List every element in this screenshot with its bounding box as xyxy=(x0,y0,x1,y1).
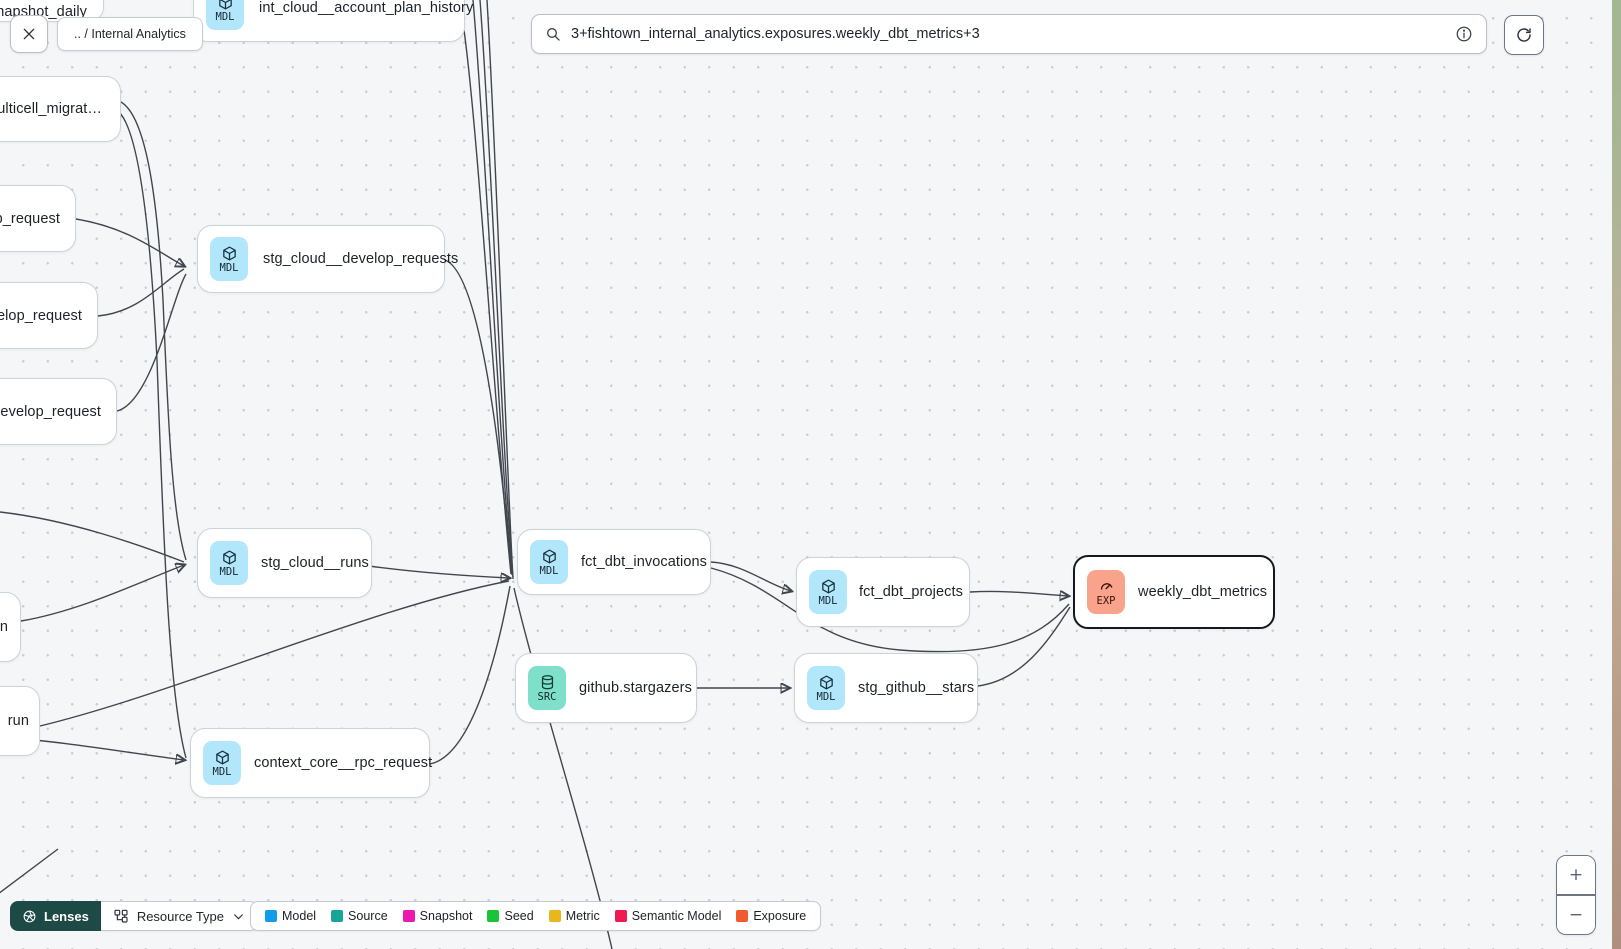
legend-item-exposure: Exposure xyxy=(736,909,806,923)
resource-type-label: Resource Type xyxy=(136,908,225,924)
close-icon xyxy=(23,28,35,40)
resource-type-dropdown[interactable]: Resource Type xyxy=(100,901,259,931)
search-icon xyxy=(547,28,560,41)
chevron-down-icon xyxy=(234,913,243,920)
node-label: velop_request xyxy=(0,307,82,324)
node-label: int_cloud__account_plan_history xyxy=(259,0,474,16)
node-weekly-dbt-metrics[interactable]: EXP weekly_dbt_metrics xyxy=(1073,555,1275,629)
zoom-in-button[interactable]: + xyxy=(1557,856,1595,894)
legend-item-source: Source xyxy=(331,909,388,923)
node-label: n xyxy=(0,619,8,635)
zoom-divider xyxy=(1557,894,1595,896)
cube-icon xyxy=(819,674,833,690)
node-stg-github-stars[interactable]: MDL stg_github__stars xyxy=(794,653,978,723)
legend-item-semantic-model: Semantic Model xyxy=(614,909,721,923)
lenses-toolbar: Lenses Resource Type xyxy=(10,901,259,931)
node-multicell-migration[interactable]: multicell_migrat… xyxy=(0,76,121,142)
model-badge: MDL xyxy=(809,570,847,614)
semantic-model-swatch xyxy=(614,910,627,922)
refresh-button[interactable] xyxy=(1504,15,1544,55)
zoom-out-button[interactable]: − xyxy=(1557,895,1595,934)
node-develop-request-2[interactable]: velop_request xyxy=(0,282,98,349)
source-swatch xyxy=(331,910,344,922)
search-input[interactable] xyxy=(571,26,1445,42)
model-badge: MDL xyxy=(807,666,845,710)
cube-icon xyxy=(215,749,229,765)
metric-swatch xyxy=(548,910,561,922)
node-label: context_core__rpc_request xyxy=(254,755,433,771)
resource-type-legend: Model Source Snapshot Seed Metric Semant… xyxy=(250,901,822,931)
legend-item-seed: Seed xyxy=(487,909,534,923)
node-label: fct_dbt_projects xyxy=(859,584,963,600)
node-label: github.stargazers xyxy=(579,680,692,696)
node-develop-request-1[interactable]: p_request xyxy=(0,185,76,252)
node-fct-dbt-invocations[interactable]: MDL fct_dbt_invocations xyxy=(517,529,711,595)
legend-item-metric: Metric xyxy=(548,909,600,923)
seed-swatch xyxy=(487,910,500,922)
node-cut-n[interactable]: n xyxy=(0,592,21,662)
node-label: fct_dbt_invocations xyxy=(581,554,708,570)
exposure-swatch xyxy=(736,910,749,922)
cube-icon xyxy=(218,0,232,10)
cube-icon xyxy=(222,245,236,261)
info-icon[interactable] xyxy=(1455,25,1473,43)
node-fct-dbt-projects[interactable]: MDL fct_dbt_projects xyxy=(796,557,970,627)
desktop-wallpaper-strip xyxy=(1612,0,1621,949)
source-badge: SRC xyxy=(528,666,566,710)
lenses-button[interactable]: Lenses xyxy=(10,901,101,931)
lenses-label: Lenses xyxy=(44,908,89,924)
model-badge: MDL xyxy=(210,237,248,281)
legend-item-model: Model xyxy=(265,909,316,923)
model-badge: MDL xyxy=(203,741,241,785)
node-label: stg_cloud__runs xyxy=(261,555,369,571)
node-label: stg_github__stars xyxy=(858,680,975,696)
node-label: multicell_migrat… xyxy=(0,101,102,117)
cube-icon xyxy=(542,548,556,564)
cube-icon xyxy=(821,578,835,594)
refresh-icon xyxy=(1517,28,1531,42)
breadcrumb[interactable]: .. / Internal Analytics xyxy=(57,17,203,51)
breadcrumb-label: .. / Internal Analytics xyxy=(74,27,186,41)
node-context-core-rpc-request[interactable]: MDL context_core__rpc_request xyxy=(190,728,433,798)
node-label: p_request xyxy=(0,210,60,227)
node-label: stg_cloud__develop_requests xyxy=(263,251,459,267)
node-int-cloud-account-plan-history[interactable]: MDL int_cloud__account_plan_history xyxy=(193,0,473,42)
zoom-controls: + − xyxy=(1556,855,1596,935)
node-github-stargazers[interactable]: SRC github.stargazers xyxy=(515,653,697,723)
model-badge: MDL xyxy=(530,540,568,584)
model-badge: MDL xyxy=(210,541,248,585)
cube-icon xyxy=(222,549,236,565)
close-button[interactable] xyxy=(10,15,48,53)
aperture-icon xyxy=(23,910,36,922)
node-stg-cloud-develop-requests[interactable]: MDL stg_cloud__develop_requests xyxy=(197,225,458,293)
node-stg-cloud-runs[interactable]: MDL stg_cloud__runs xyxy=(197,528,372,598)
node-cut-run[interactable]: run xyxy=(0,686,40,756)
node-label: weekly_dbt_metrics xyxy=(1138,584,1268,600)
legend-item-snapshot: Snapshot xyxy=(402,909,472,923)
model-badge: MDL xyxy=(206,0,244,30)
search-bar xyxy=(531,14,1487,54)
snapshot-swatch xyxy=(402,910,415,922)
exposure-badge: EXP xyxy=(1087,570,1125,614)
node-label: run xyxy=(7,713,29,729)
database-icon xyxy=(541,674,553,689)
gauge-icon xyxy=(1100,582,1112,590)
sitemap-icon xyxy=(114,909,128,923)
node-label: develop_request xyxy=(0,403,101,420)
node-develop-request-3[interactable]: develop_request xyxy=(0,378,117,445)
model-swatch xyxy=(265,910,277,922)
